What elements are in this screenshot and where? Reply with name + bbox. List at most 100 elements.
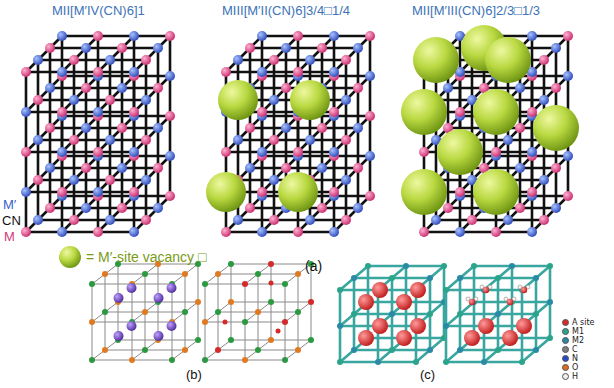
oxygen-atom	[223, 320, 228, 325]
bond-line	[132, 284, 172, 285]
bond-line	[145, 60, 148, 100]
bond-line	[38, 59, 74, 62]
lattice-atom	[245, 203, 255, 213]
lattice-atom	[563, 191, 573, 201]
bond-line	[497, 314, 500, 350]
lattice-atom	[443, 287, 449, 293]
a-site-sphere	[372, 318, 388, 334]
lattice-atom	[353, 123, 363, 133]
lattice-atom	[341, 55, 351, 65]
bond-line	[357, 128, 360, 168]
bond-line	[38, 139, 74, 142]
bond-line	[535, 278, 538, 314]
lattice-atom	[317, 43, 327, 53]
lattice-atom	[329, 147, 339, 157]
bond-line	[169, 36, 172, 76]
bond-line	[145, 312, 185, 313]
vacancy-sphere	[485, 37, 531, 83]
bond-line	[262, 75, 298, 78]
lattice-atom	[57, 147, 67, 157]
bond-line	[37, 60, 40, 100]
lattice-atom	[457, 275, 463, 281]
bond-line	[185, 312, 186, 350]
bond-line	[85, 88, 88, 128]
vacancy-sphere	[290, 80, 330, 120]
bond-line	[73, 100, 76, 140]
lattice-atom	[329, 187, 339, 197]
bond-line	[62, 155, 98, 158]
bond-line	[85, 48, 88, 88]
bond-line	[460, 231, 496, 234]
bond-line	[483, 128, 486, 168]
a-site-sphere	[410, 318, 426, 334]
lattice-atom	[215, 309, 221, 315]
bond-line	[322, 127, 358, 130]
oxygen-atom	[276, 329, 281, 334]
lattice-atom	[305, 135, 315, 145]
lattice-atom	[351, 311, 357, 317]
bond-line	[273, 140, 276, 180]
bond-line	[157, 168, 160, 208]
bond-line	[62, 195, 98, 198]
bond-line	[98, 75, 134, 78]
bond-line	[258, 274, 298, 275]
bond-line	[298, 274, 299, 312]
bond-line	[532, 155, 568, 158]
bond-line	[118, 340, 158, 341]
bond-line	[262, 71, 298, 74]
bond-line	[205, 322, 206, 360]
cation-sphere	[167, 283, 177, 293]
bond-line	[62, 75, 98, 78]
lattice-atom	[365, 31, 375, 41]
bond-line	[185, 274, 186, 312]
lattice-atom	[337, 287, 343, 293]
lattice-atom	[269, 95, 279, 105]
lattice-atom	[93, 187, 103, 197]
bond-line	[472, 219, 508, 222]
lattice-atom	[495, 347, 501, 353]
lattice-atom	[182, 309, 188, 315]
lattice-atom	[308, 337, 314, 343]
lattice-atom	[317, 163, 327, 173]
bond-line	[231, 302, 232, 340]
bond-line	[471, 180, 474, 220]
lattice-atom	[269, 135, 279, 145]
lattice-atom	[195, 299, 201, 305]
lattice-atom	[129, 227, 139, 237]
lattice-atom	[69, 55, 79, 65]
lattice-atom	[308, 299, 314, 305]
bond-line	[218, 274, 219, 312]
lattice-atom	[33, 215, 43, 225]
lattice-atom	[547, 335, 553, 341]
lattice-atom	[365, 191, 375, 201]
lattice-atom	[165, 71, 175, 81]
bond-line	[357, 168, 360, 208]
legend-row: M2	[562, 336, 584, 345]
framework-lattice	[443, 263, 553, 365]
bond-line	[226, 151, 262, 154]
bond-line	[110, 179, 146, 182]
bond-line	[424, 231, 460, 234]
lattice-atom	[93, 31, 103, 41]
lattice-atom	[245, 123, 255, 133]
lattice-atom	[141, 215, 151, 225]
bond-line	[498, 349, 536, 352]
bond-line	[322, 167, 358, 170]
bond-line	[286, 167, 322, 170]
lattice-atom	[329, 31, 339, 41]
lattice-atom	[293, 147, 303, 157]
bond-line	[262, 155, 298, 158]
lattice-atom	[69, 175, 79, 185]
lattice-atom	[351, 347, 357, 353]
legend-swatch	[562, 373, 569, 380]
lattice-atom	[389, 311, 395, 317]
bond-line	[26, 71, 62, 74]
bond-line	[74, 219, 110, 222]
bond-line	[273, 100, 276, 140]
bond-line	[520, 87, 556, 90]
lattice-atom	[365, 151, 375, 161]
lattice-atom	[527, 227, 537, 237]
lattice-atom	[233, 215, 243, 225]
lattice-atom	[455, 107, 465, 117]
lattice-atom	[255, 309, 261, 315]
